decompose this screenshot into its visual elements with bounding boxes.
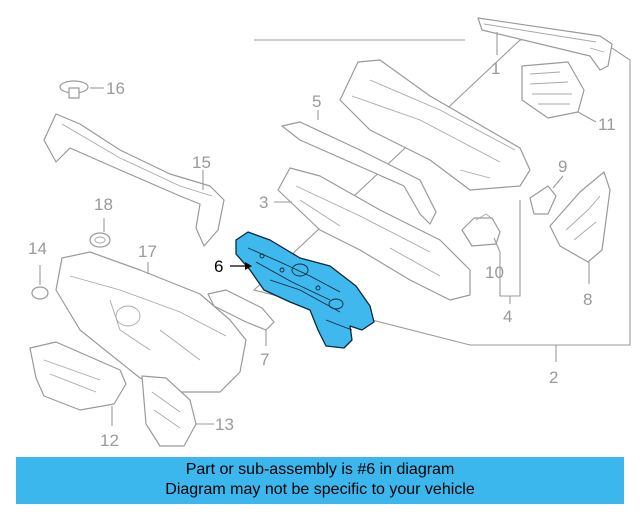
part-18-cap — [89, 232, 111, 248]
part-5-brace — [281, 121, 437, 225]
callout-18: 18 — [94, 195, 113, 214]
part-13-small-insulator — [141, 375, 197, 447]
part-15-support-rail — [43, 113, 225, 247]
part-12-lower-insulator — [29, 341, 127, 411]
part-8-side-panel — [549, 171, 611, 263]
part-5-cowl-panel — [339, 59, 531, 191]
callout-14: 14 — [28, 239, 47, 258]
callout-5: 5 — [312, 92, 321, 111]
callout-3: 3 — [259, 193, 268, 212]
banner-line-2: Diagram may not be specific to your vehi… — [165, 481, 475, 498]
parts-diagram: 1 11 5 3 10 4 9 8 2 — [28, 17, 631, 450]
callout-6: 6 — [214, 257, 223, 276]
part-9-bracket — [529, 185, 557, 215]
callout-8: 8 — [583, 290, 592, 309]
part-14-plug — [31, 286, 49, 300]
callout-16: 16 — [106, 79, 125, 98]
callout-17: 17 — [138, 242, 157, 261]
callout-12: 12 — [100, 431, 119, 450]
banner-line-1: Part or sub-assembly is #6 in diagram — [185, 461, 455, 478]
part-10-mount — [461, 213, 501, 247]
callout-10: 10 — [485, 263, 504, 282]
callout-1: 1 — [491, 59, 500, 78]
part-16-clip — [59, 80, 89, 99]
part-11-vent-grille — [521, 61, 585, 119]
callout-9: 9 — [558, 157, 567, 176]
part-6-dash-panel-highlighted — [235, 231, 375, 349]
callout-15: 15 — [192, 153, 211, 172]
callout-7: 7 — [260, 350, 269, 369]
callout-13: 13 — [215, 415, 234, 434]
callout-2: 2 — [549, 368, 558, 387]
info-banner: Part or sub-assembly is #6 in diagram Di… — [16, 457, 624, 504]
part-7-strip — [207, 289, 275, 331]
callout-11: 11 — [598, 115, 616, 134]
arrow-6 — [245, 262, 252, 270]
callout-4: 4 — [503, 307, 512, 326]
part-17-dash-insulator — [55, 251, 247, 393]
part-1-cowl-upper — [477, 17, 613, 71]
part-3-dash-lower — [277, 167, 471, 301]
